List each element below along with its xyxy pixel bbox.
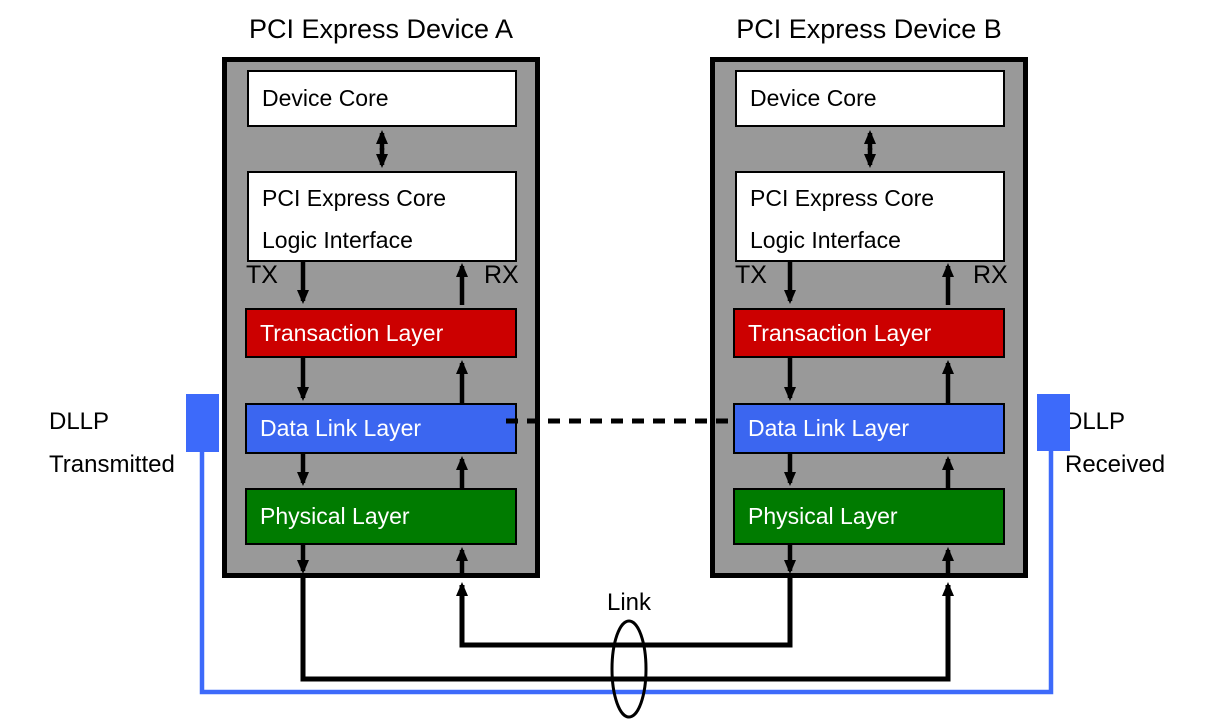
device-b-rx-label: RX [973,261,1008,289]
dllp-transmitted-label-line1: DLLP [49,408,110,435]
dllp-received-label-line1: DLLP [1065,408,1126,435]
link-ellipse [610,619,648,719]
device-a-logic-line1: PCI Express Core [262,185,447,211]
device-b-core-box: Device Core [735,70,1005,127]
device-a-core-box: Device Core [247,70,517,127]
device-a-tx-label: TX [246,261,278,289]
device-b-transaction-layer-box: Transaction Layer [733,308,1005,358]
dllp-transmitted-label-line2: Transmitted [49,451,175,478]
dllp-received-connector-box [1037,394,1070,451]
device-a-rx-label: RX [484,261,519,289]
device-b-logic-line2: Logic Interface [750,227,901,253]
device-b-pcie-core-logic-box: PCI Express Core Logic Interface [735,171,1005,262]
device-a-physical-layer-box: Physical Layer [245,488,517,545]
device-a-logic-line2: Logic Interface [262,227,413,253]
device-a-pcie-core-logic-box: PCI Express Core Logic Interface [247,171,517,262]
device-b-data-link-layer-box: Data Link Layer [733,403,1005,454]
dllp-received-label-line2: Received [1065,451,1166,478]
link-label: Link [606,589,652,616]
device-b-logic-line1: PCI Express Core [750,185,935,211]
device-b-tx-label: TX [735,261,767,289]
device-a-data-link-layer-box: Data Link Layer [245,403,517,454]
device-b-title: PCI Express Device B [736,14,1002,44]
device-a-title: PCI Express Device A [248,14,514,44]
dllp-transmitted-connector-box [186,394,219,452]
device-a-transaction-layer-box: Transaction Layer [245,308,517,358]
device-b-physical-layer-box: Physical Layer [733,488,1005,545]
